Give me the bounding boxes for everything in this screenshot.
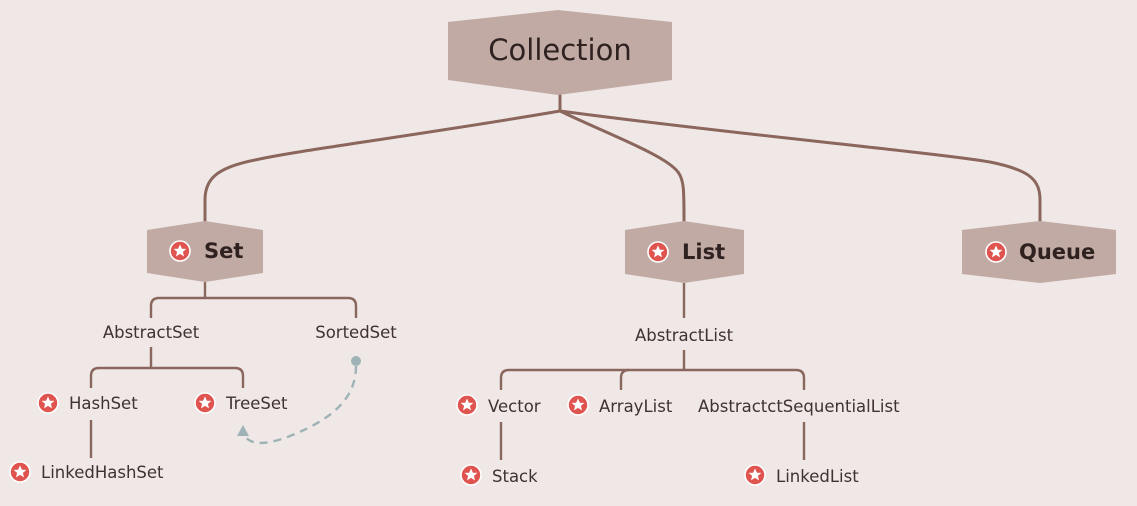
node-sortedset[interactable]: SortedSet — [315, 323, 397, 342]
star-badge-icon — [169, 240, 191, 262]
star-badge-icon — [985, 241, 1007, 263]
dashed-link-origin-dot — [351, 356, 361, 366]
node-linkedhashset[interactable]: LinkedHashSet — [9, 461, 164, 483]
group-label-set: Set — [204, 239, 243, 263]
star-badge-icon — [37, 392, 59, 414]
star-badge-icon — [460, 464, 482, 486]
root-label: Collection — [488, 33, 631, 67]
star-badge-icon — [647, 241, 669, 263]
group-node-set[interactable]: Set — [147, 221, 263, 282]
group-label-queue: Queue — [1019, 240, 1095, 264]
node-treeset[interactable]: TreeSet — [194, 392, 288, 414]
group-node-list[interactable]: List — [625, 221, 744, 283]
node-linkedhashset-label: LinkedHashSet — [41, 463, 164, 482]
node-stack[interactable]: Stack — [460, 464, 538, 486]
node-abstractlist[interactable]: AbstractList — [635, 326, 734, 345]
node-linkedlist[interactable]: LinkedList — [744, 464, 859, 486]
node-treeset-label: TreeSet — [225, 394, 288, 413]
group-node-queue[interactable]: Queue — [962, 221, 1116, 283]
root-node[interactable]: Collection — [448, 10, 672, 95]
connector-root-set — [203, 109, 562, 223]
node-arraylist-label: ArrayList — [599, 397, 673, 416]
group-label-list: List — [682, 240, 725, 264]
connector-set-children — [149, 296, 358, 318]
star-badge-icon — [456, 394, 478, 416]
node-vector[interactable]: Vector — [456, 394, 541, 416]
connectors — [89, 93, 1042, 460]
node-vector-label: Vector — [488, 397, 541, 416]
dashed-arrow-icon — [241, 365, 358, 445]
star-badge-icon — [567, 394, 589, 416]
node-abstractset[interactable]: AbstractSet — [103, 323, 200, 342]
node-abstractsequentiallist[interactable]: AbstractctSequentialList — [698, 397, 900, 416]
node-hashset-label: HashSet — [69, 394, 138, 413]
node-hashset[interactable]: HashSet — [37, 392, 138, 414]
node-stack-label: Stack — [492, 467, 538, 486]
star-badge-icon — [744, 464, 766, 486]
dashed-arrowhead-icon — [237, 425, 249, 436]
star-badge-icon — [194, 392, 216, 414]
connector-abstractset-children — [89, 366, 245, 388]
connector-root-list — [558, 109, 686, 223]
node-linkedlist-label: LinkedList — [776, 467, 859, 486]
connector-abstractlist-children — [499, 368, 806, 390]
star-badge-icon — [9, 461, 31, 483]
connector-root-queue — [558, 109, 1042, 223]
node-arraylist[interactable]: ArrayList — [567, 394, 673, 416]
connector-arraylist-branch — [619, 368, 630, 390]
